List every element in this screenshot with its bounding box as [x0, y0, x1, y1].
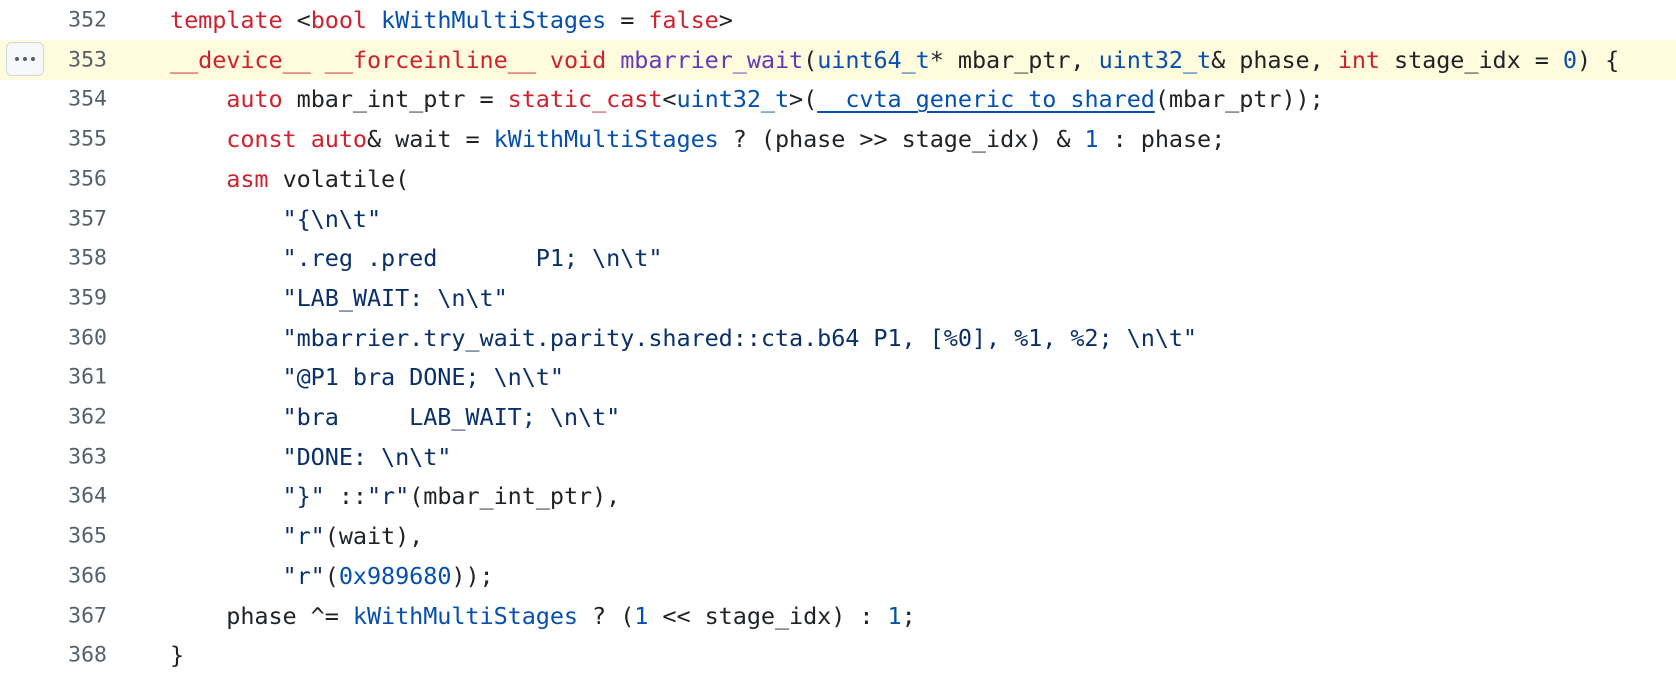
code-line: 354 auto mbar_int_ptr = static_cast<uint…: [0, 79, 1676, 119]
line-gutter: 368: [0, 635, 170, 675]
line-number[interactable]: 362: [68, 404, 107, 430]
line-code: ".reg .pred P1; \n\t": [282, 244, 663, 273]
code-line: 358 ".reg .pred P1; \n\t": [0, 238, 1676, 278]
line-code: "{\n\t": [282, 204, 382, 233]
code-line: 367 phase ^= kWithMultiStages ? (1 << st…: [0, 596, 1676, 636]
line-gutter: 352: [0, 0, 170, 40]
line-gutter: 353: [0, 40, 170, 80]
code-line: 352 template <bool kWithMultiStages = fal…: [0, 0, 1676, 40]
line-gutter: 367: [0, 596, 170, 636]
line-number[interactable]: 357: [68, 206, 107, 231]
code-line: 364 "}" ::"r"(mbar_int_ptr),: [0, 476, 1676, 516]
line-number[interactable]: 363: [68, 444, 107, 470]
code-line: 355 const auto& wait = kWithMultiStages …: [0, 119, 1676, 159]
line-code: "mbarrier.try_wait.parity.shared::cta.b6…: [282, 323, 1198, 352]
line-gutter: 360: [0, 318, 170, 358]
code-line: 361 "@P1 bra DONE; \n\t": [0, 357, 1676, 397]
kebab-horizontal-icon: [15, 56, 19, 61]
line-gutter: 363: [0, 437, 170, 477]
line-gutter: 364: [0, 476, 170, 516]
line-gutter: 366: [0, 556, 170, 596]
line-gutter: 356: [0, 159, 170, 199]
line-code: }: [170, 641, 185, 670]
line-code: "}" ::"r"(mbar_int_ptr),: [282, 482, 621, 511]
line-number[interactable]: 355: [68, 126, 107, 152]
line-gutter: 355: [0, 119, 170, 159]
line-code: asm volatile(: [226, 164, 410, 193]
kebab-horizontal-icon: [31, 56, 35, 61]
code-line: 363 "DONE: \n\t": [0, 437, 1676, 477]
line-code: "LAB_WAIT: \n\t": [282, 283, 508, 312]
code-line: 353 __device__ __forceinline__ void mbarr…: [0, 39, 1676, 80]
line-number[interactable]: 360: [68, 325, 107, 351]
line-gutter: 362: [0, 397, 170, 437]
line-code: "bra LAB_WAIT; \n\t": [282, 403, 621, 431]
line-number[interactable]: 365: [68, 523, 107, 549]
line-code: "r"(0x989680));: [282, 561, 494, 590]
code-line: 362 "bra LAB_WAIT; \n\t": [0, 397, 1676, 437]
line-number[interactable]: 358: [68, 245, 107, 271]
line-code: "DONE: \n\t": [282, 442, 452, 471]
kebab-horizontal-icon: [23, 56, 27, 61]
line-code: phase ^= kWithMultiStages ? (1 << stage_…: [170, 601, 916, 630]
line-code: auto mbar_int_ptr = static_cast<uint32_t…: [226, 85, 1324, 114]
code-line: 368}: [0, 635, 1676, 675]
line-code: const auto& wait = kWithMultiStages ? (p…: [226, 125, 1226, 154]
line-gutter: 361: [0, 357, 170, 397]
line-number[interactable]: 364: [68, 483, 107, 509]
line-code: template <bool kWithMultiStages = false>: [170, 6, 733, 34]
code-line: 365 "r"(wait),: [0, 516, 1676, 556]
code-line: 357 "{\n\t": [0, 199, 1676, 239]
line-code: __device__ __forceinline__ void mbarrier…: [170, 45, 1620, 74]
line-code: "r"(wait),: [282, 522, 424, 551]
line-number[interactable]: 368: [68, 642, 107, 668]
line-number[interactable]: 353: [68, 47, 107, 73]
line-number[interactable]: 359: [68, 285, 107, 311]
line-number[interactable]: 356: [68, 166, 107, 192]
line-gutter: 354: [0, 79, 170, 119]
code-line: 360 "mbarrier.try_wait.parity.shared::ct…: [0, 318, 1676, 358]
line-gutter: 359: [0, 278, 170, 318]
line-code: "@P1 bra DONE; \n\t": [282, 363, 564, 392]
line-number[interactable]: 354: [68, 86, 107, 112]
code-line: 359 "LAB_WAIT: \n\t": [0, 278, 1676, 318]
line-number[interactable]: 361: [68, 364, 107, 390]
code-line: 356 asm volatile(: [0, 159, 1676, 199]
line-menu-button[interactable]: [6, 41, 44, 76]
line-gutter: 365: [0, 516, 170, 556]
line-gutter: 358: [0, 238, 170, 278]
line-number[interactable]: 367: [68, 603, 107, 628]
code-line: 366 "r"(0x989680));: [0, 556, 1676, 596]
line-number[interactable]: 352: [68, 7, 107, 33]
line-gutter: 357: [0, 199, 170, 239]
line-number[interactable]: 366: [68, 563, 107, 589]
